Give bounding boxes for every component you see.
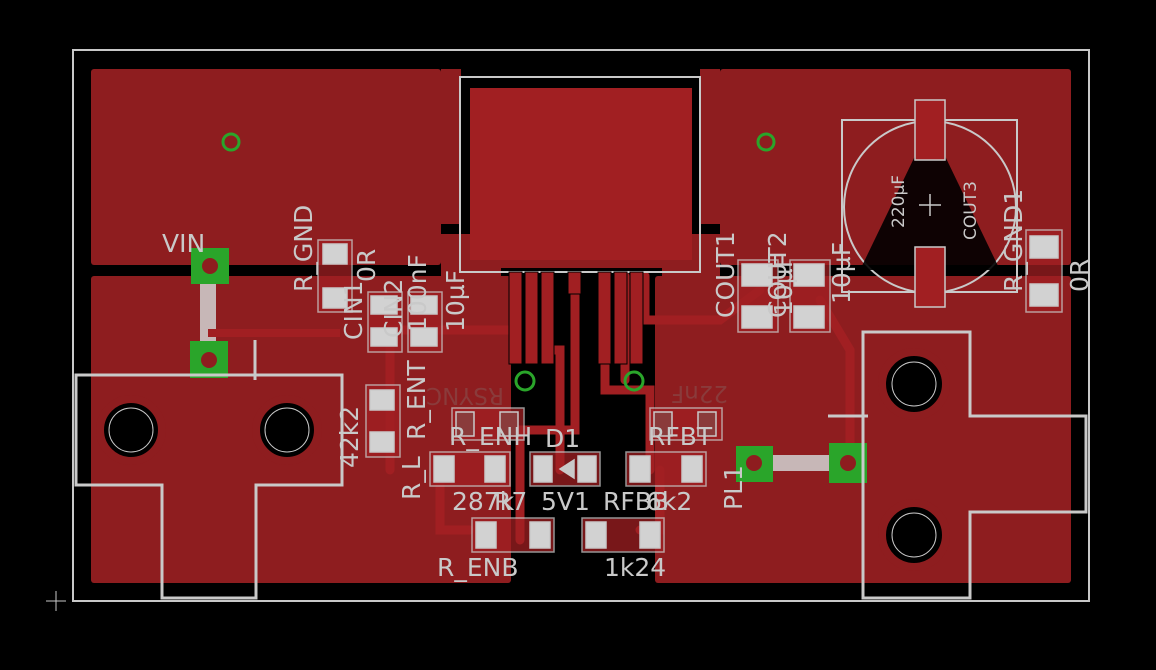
cff-part bbox=[649, 407, 723, 441]
right-terminal-hole-2 bbox=[878, 499, 950, 571]
label-d1-value: 5V1 bbox=[541, 487, 590, 516]
cin2-part bbox=[407, 291, 443, 353]
smd-parts bbox=[317, 229, 1063, 553]
cout3-capacitor bbox=[841, 99, 1018, 308]
label-cin-value: 10µF bbox=[441, 270, 470, 332]
r-gnd1-part bbox=[1025, 229, 1063, 313]
rfbb-part bbox=[581, 517, 665, 553]
label-cin2-value: 100nF bbox=[403, 254, 432, 332]
label-cout2: COUT2 bbox=[763, 231, 792, 318]
label-cout3: COUT3 bbox=[961, 181, 981, 240]
label-rfbt-value: 6k2 bbox=[646, 487, 692, 516]
rfbt-part bbox=[625, 451, 707, 487]
label-r-ent: R_ENT bbox=[402, 360, 431, 440]
cin1-part bbox=[367, 291, 403, 353]
label-pl1: PL1 bbox=[719, 465, 748, 510]
right-terminal-outline bbox=[861, 330, 1088, 600]
vias bbox=[221, 132, 776, 392]
label-r-l: R_L bbox=[397, 456, 426, 500]
label-r-ent-value: 42k2 bbox=[335, 406, 364, 468]
r-enb-part bbox=[471, 517, 555, 553]
label-r-enh-value: 287k bbox=[452, 487, 515, 516]
label-r-gnd1: R_GND1 bbox=[999, 189, 1028, 292]
label-rfbb-value: 1k24 bbox=[604, 553, 666, 582]
label-rsync-mirrored: RSYNC bbox=[426, 382, 504, 408]
rsync-part bbox=[451, 407, 525, 441]
label-cout-value: 10µF bbox=[769, 254, 798, 316]
label-d1: D1 bbox=[545, 424, 580, 453]
label-vin: VIN bbox=[162, 229, 205, 258]
board-outline bbox=[72, 49, 1090, 602]
label-rfbt: RFBT bbox=[648, 422, 713, 451]
label-cout2-value: 10µF bbox=[827, 242, 856, 304]
label-r-gnd1-value: 0R bbox=[1065, 259, 1094, 292]
label-cin2: CIN2 bbox=[379, 279, 408, 338]
label-r-enh: R_ENH bbox=[449, 422, 532, 451]
label-r-enb: R_ENB bbox=[437, 553, 519, 582]
cout2-part bbox=[789, 259, 831, 333]
d1-part bbox=[529, 451, 601, 487]
regulator-pins bbox=[508, 271, 644, 365]
label-rfbb: RFBB bbox=[603, 487, 669, 516]
r-ent-part bbox=[365, 384, 401, 458]
label-r-gnd: R_GND bbox=[289, 205, 318, 292]
right-terminal-hole-1 bbox=[878, 348, 950, 420]
label-cff-mirrored: 22nF bbox=[671, 380, 728, 406]
label-r-gnd-value: 0R bbox=[352, 249, 381, 282]
silkscreen-labels: VIN R_GND 0R CIN1 CIN2 100nF 10µF R_ENT … bbox=[162, 175, 1094, 582]
label-r7: R7 bbox=[494, 487, 527, 516]
r-gnd-part bbox=[317, 239, 353, 313]
left-terminal-outline bbox=[74, 373, 344, 600]
origin-cross-icon bbox=[46, 591, 66, 611]
cout1-part bbox=[737, 259, 779, 333]
label-cin1: CIN1 bbox=[339, 281, 368, 340]
label-cout3-value: 220µF bbox=[889, 175, 909, 228]
r-enh-part bbox=[429, 451, 511, 487]
label-cout1: COUT1 bbox=[711, 231, 740, 318]
regulator-tab bbox=[470, 88, 692, 260]
